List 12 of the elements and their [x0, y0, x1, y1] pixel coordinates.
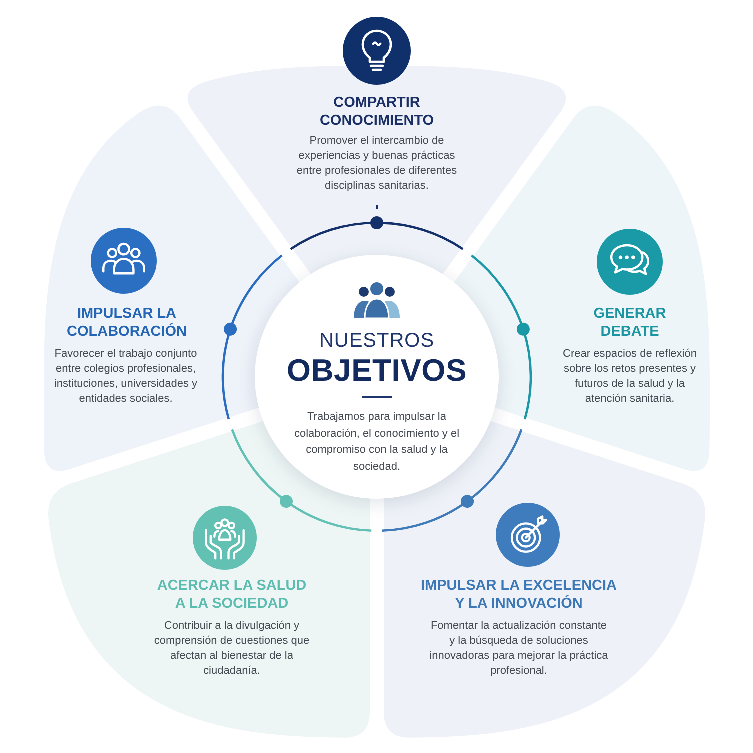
- segment-title: IMPULSAR LA COLABORACIÓN: [66, 305, 188, 341]
- segment-description: Fomentar la actualización constante y la búsqueda de soluciones innovadoras para mejorar la práctica profesional.: [428, 619, 610, 679]
- segment-title: GENERAR DEBATE: [592, 305, 668, 341]
- center-heading: NUESTROS OBJETIVOS: [286, 329, 468, 388]
- segment-title: COMPARTIR CONOCIMIENTO: [318, 94, 436, 130]
- segment-title: ACERCAR LA SALUD A LA SOCIEDAD: [156, 577, 308, 613]
- segment-description: Favorecer el trabajo conjunto entre colegios profesionales, instituciones, universidades y entidades sociales.: [53, 347, 199, 407]
- segment-title: IMPULSAR LA EXCELENCIA Y LA INNOVACIÓN: [420, 577, 618, 613]
- segment-description: Crear espacios de reflexión sobre los retos presentes y futuros de la salud y la atención sanitaria.: [562, 347, 698, 407]
- center-description: Trabajamos para impulsar la colaboración, el conocimiento y el compromiso con la salud y la sociedad.: [293, 410, 461, 474]
- segment-description: Contribuir a la divulgación y comprensión de cuestiones que afectan al bienestar de la ciudadanía.: [153, 619, 311, 679]
- segment-description: Promover el intercambio de experiencias y buenas prácticas entre profesionales de diferentes disciplinas sanitarias.: [296, 134, 458, 194]
